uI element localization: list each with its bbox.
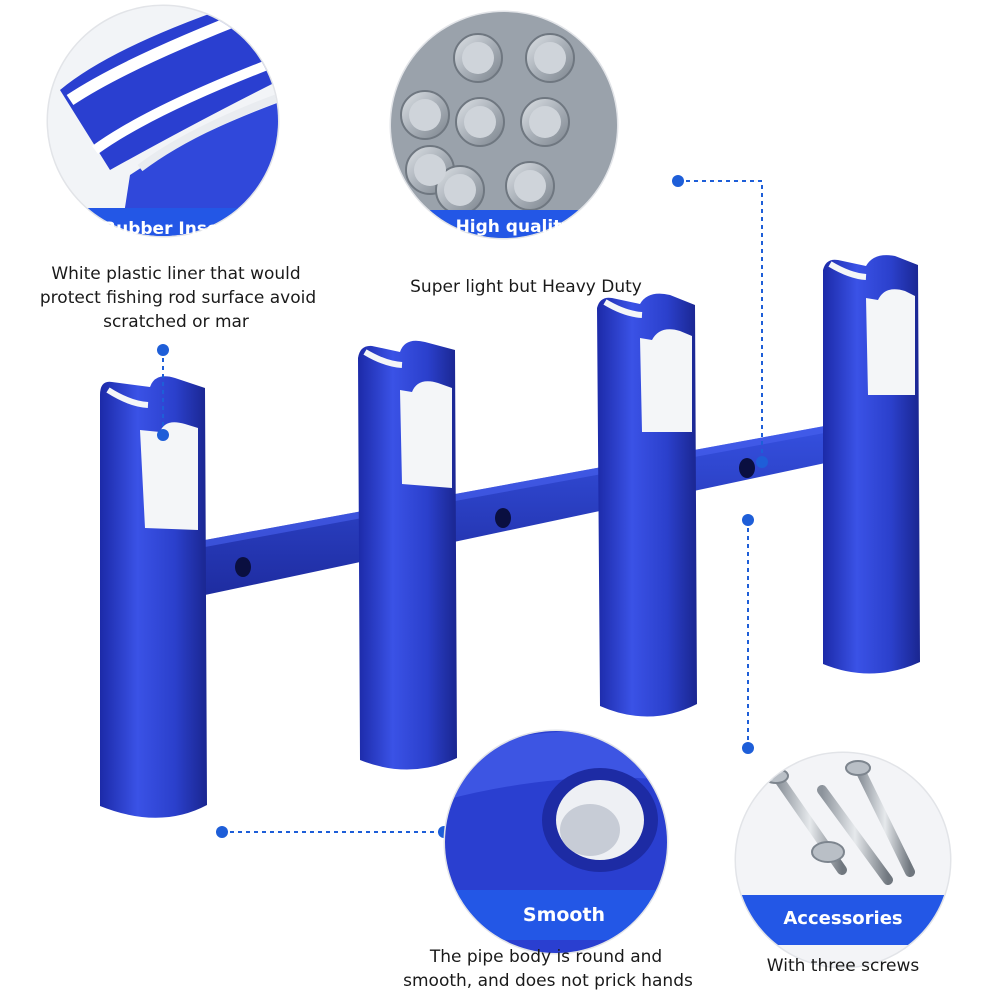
accessories-badge: Accessories: [783, 908, 902, 929]
screws-image: [736, 753, 950, 967]
connector-aluminum: [678, 180, 763, 462]
callout-smooth: Smooth: [443, 729, 669, 955]
captions: White plastic liner that would protect f…: [40, 264, 919, 991]
callout-aluminum: High quality aluminum: [389, 10, 619, 259]
aluminum-caption: Super light but Heavy Duty: [410, 277, 642, 297]
accessories-caption: With three screws: [767, 956, 920, 976]
rubber-insert-badge: Rubber Insert: [103, 219, 235, 239]
aluminum-badge-line-2: aluminum: [467, 239, 562, 259]
rod-tube-1: [100, 376, 207, 818]
smooth-badge: Smooth: [523, 904, 605, 926]
smooth-caption-line-1: The pipe body is round and: [429, 947, 662, 967]
screw-hole-3: [739, 458, 755, 478]
screw-hole-2: [495, 508, 511, 528]
rubber-insert-caption-line-1: White plastic liner that would: [51, 264, 300, 284]
aluminum-badge-line-1: High quality: [456, 217, 573, 237]
connector-lines: [162, 180, 763, 833]
rubber-insert-caption-line-3: scratched or mar: [103, 312, 249, 332]
smooth-caption-line-2: smooth, and does not prick hands: [403, 971, 693, 991]
rod-holder-product: [100, 255, 920, 818]
mounting-bar: [205, 425, 830, 595]
rod-tube-4: [823, 255, 920, 674]
rod-tube-2: [358, 340, 457, 770]
rubber-insert-caption-line-2: protect fishing rod surface avoid: [40, 288, 316, 308]
callout-rubber-insert: Rubber Insert: [46, 4, 280, 239]
callout-accessories: Accessories: [734, 751, 952, 969]
rod-tube-3: [597, 293, 697, 717]
screw-hole-1: [235, 557, 251, 577]
